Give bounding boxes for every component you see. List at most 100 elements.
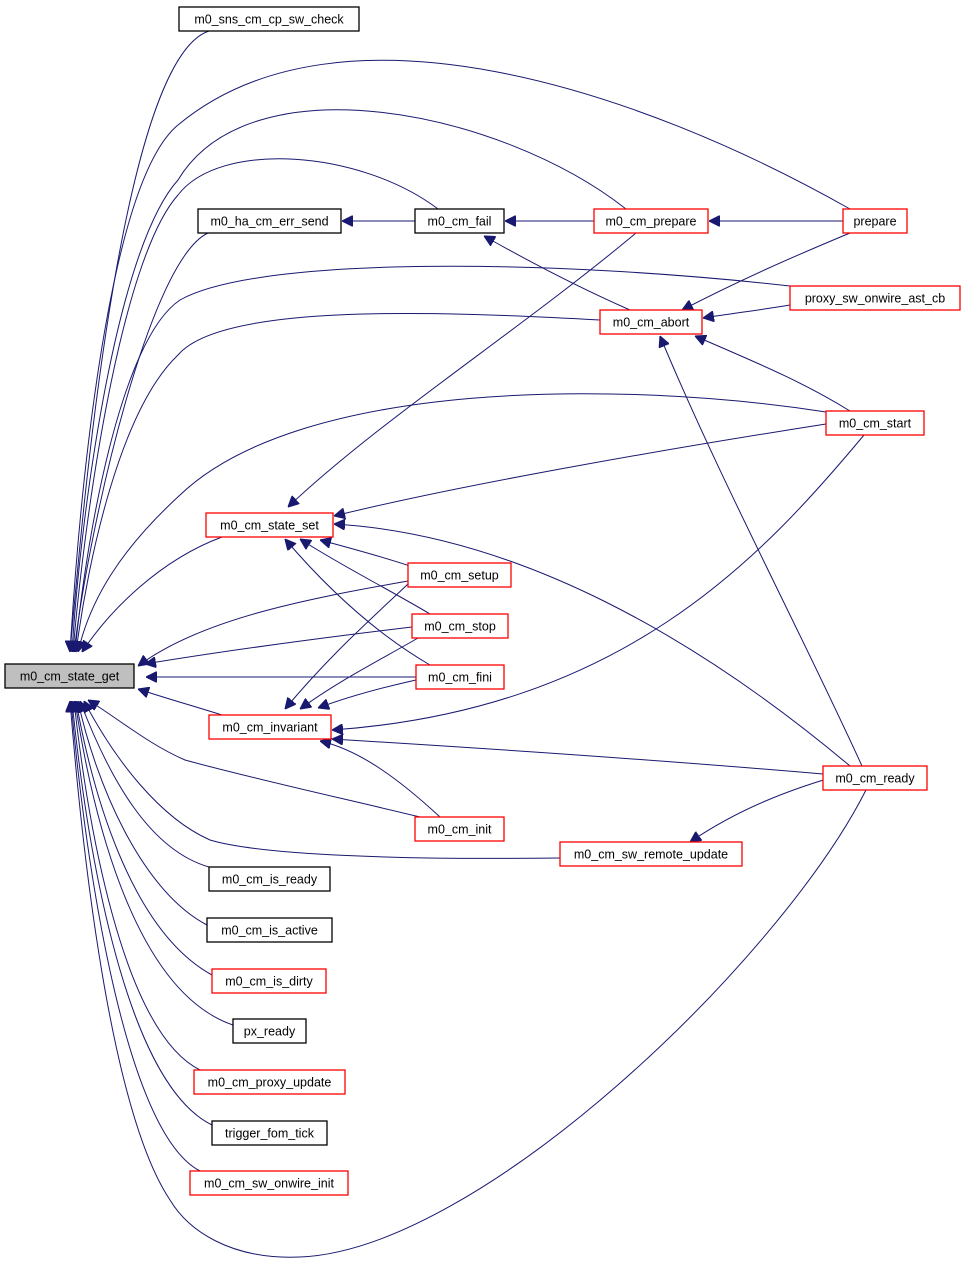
node-label-proxy_ast_cb: proxy_sw_onwire_ast_cb	[805, 292, 945, 306]
node-cm_prepare[interactable]: m0_cm_prepare	[593, 208, 709, 234]
node-cm_start[interactable]: m0_cm_start	[825, 410, 925, 436]
node-label-cm_setup: m0_cm_setup	[420, 569, 499, 583]
node-cm_fini[interactable]: m0_cm_fini	[415, 664, 505, 690]
node-box-is_ready	[208, 866, 331, 892]
node-state_get[interactable]: m0_cm_state_get	[4, 663, 135, 689]
node-box-is_active	[206, 917, 333, 943]
node-box-cm_setup	[407, 562, 512, 588]
edge-cm_abort-to-cm_fail	[484, 236, 631, 311]
node-prepare[interactable]: prepare	[842, 208, 908, 234]
node-label-cm_stop: m0_cm_stop	[424, 620, 496, 634]
node-label-cm_init: m0_cm_init	[428, 823, 492, 837]
node-box-px_ready	[232, 1018, 307, 1044]
node-box-cm_start	[825, 410, 925, 436]
node-label-ha_err_send: m0_ha_cm_err_send	[210, 215, 328, 229]
node-label-invariant: m0_cm_invariant	[222, 721, 318, 735]
node-box-cm_abort	[599, 309, 703, 335]
edge-cm_start-to-cm_abort	[695, 336, 851, 412]
node-sns_cp_check[interactable]: m0_sns_cm_cp_sw_check	[178, 6, 360, 32]
node-ha_err_send[interactable]: m0_ha_cm_err_send	[197, 208, 342, 234]
edge-prepare-to-state_get	[70, 59, 851, 652]
node-label-cm_fail: m0_cm_fail	[428, 215, 492, 229]
node-is_dirty[interactable]: m0_cm_is_dirty	[211, 968, 327, 994]
node-box-cm_prepare	[593, 208, 709, 234]
edge-cm_prepare-to-state_set	[288, 232, 637, 507]
node-cm_ready[interactable]: m0_cm_ready	[822, 765, 928, 791]
node-label-cm_abort: m0_cm_abort	[613, 316, 690, 330]
node-proxy_update[interactable]: m0_cm_proxy_update	[193, 1069, 346, 1095]
node-box-ha_err_send	[197, 208, 342, 234]
node-cm_init[interactable]: m0_cm_init	[414, 816, 505, 842]
node-cm_abort[interactable]: m0_cm_abort	[599, 309, 703, 335]
node-px_ready[interactable]: px_ready	[232, 1018, 307, 1044]
edge-proxy_update-to-state_get	[74, 701, 201, 1071]
edge-cm_ready-to-invariant	[332, 739, 824, 775]
node-state_set[interactable]: m0_cm_state_set	[205, 512, 334, 538]
edge-cm_ready-to-state_set	[334, 524, 851, 767]
edge-is_dirty-to-state_get	[76, 701, 213, 976]
node-box-cm_ready	[822, 765, 928, 791]
edge-proxy_ast_cb-to-cm_abort	[703, 304, 791, 318]
node-box-proxy_update	[193, 1069, 346, 1095]
node-box-cm_stop	[411, 613, 509, 639]
node-label-sns_cp_check: m0_sns_cm_cp_sw_check	[194, 13, 344, 27]
node-invariant[interactable]: m0_cm_invariant	[208, 714, 332, 740]
node-is_ready[interactable]: m0_cm_is_ready	[208, 866, 331, 892]
node-label-fom_tick: trigger_fom_tick	[225, 1127, 315, 1141]
edge-proxy_ast_cb-to-state_get	[75, 265, 791, 652]
edge-ha_err_send-to-state_get	[74, 232, 209, 652]
node-cm_stop[interactable]: m0_cm_stop	[411, 613, 509, 639]
node-cm_fail[interactable]: m0_cm_fail	[414, 208, 505, 234]
edge-is_ready-to-state_get	[80, 701, 210, 868]
node-layer: m0_cm_state_get m0_sns_cm_cp_sw_check m0_h…	[4, 6, 961, 1196]
edge-cm_fail-to-state_get	[73, 158, 439, 652]
node-label-is_dirty: m0_cm_is_dirty	[225, 975, 313, 989]
node-box-fom_tick	[211, 1120, 328, 1146]
node-label-is_active: m0_cm_is_active	[221, 924, 318, 938]
node-box-is_dirty	[211, 968, 327, 994]
node-box-proxy_ast_cb	[789, 285, 961, 311]
node-fom_tick[interactable]: trigger_fom_tick	[211, 1120, 328, 1146]
node-box-sns_cp_check	[178, 6, 360, 32]
edge-cm_fini-to-invariant	[318, 679, 417, 708]
node-box-state_get	[4, 663, 135, 689]
edge-state_set-to-state_get	[82, 536, 223, 652]
edge-cm_setup-to-invariant	[285, 583, 409, 709]
node-sw_remote_update[interactable]: m0_cm_sw_remote_update	[559, 841, 743, 867]
node-proxy_ast_cb[interactable]: proxy_sw_onwire_ast_cb	[789, 285, 961, 311]
edge-cm_fini-to-state_set	[285, 539, 431, 666]
edge-cm_stop-to-state_set	[300, 539, 431, 615]
node-box-state_set	[205, 512, 334, 538]
node-box-cm_fail	[414, 208, 505, 234]
edge-prepare-to-cm_abort	[682, 232, 851, 310]
edge-cm_ready-to-sw_remote_update	[690, 777, 831, 842]
edge-sns_cp_check-to-state_get	[70, 30, 210, 652]
node-label-px_ready: px_ready	[244, 1025, 296, 1039]
node-label-cm_prepare: m0_cm_prepare	[605, 215, 696, 229]
edge-invariant-to-state_get	[138, 689, 223, 716]
edge-cm_abort-to-state_get	[76, 312, 601, 652]
edge-layer	[70, 30, 867, 1258]
node-sw_onwire_init[interactable]: m0_cm_sw_onwire_init	[189, 1170, 349, 1196]
edge-cm_stop-to-state_get	[145, 626, 413, 664]
edge-is_active-to-state_get	[78, 701, 208, 926]
edge-cm_setup-to-state_set	[320, 540, 411, 567]
node-box-sw_remote_update	[559, 841, 743, 867]
edge-sw_onwire_init-to-state_get	[71, 701, 201, 1172]
node-label-proxy_update: m0_cm_proxy_update	[208, 1076, 332, 1090]
node-box-sw_onwire_init	[189, 1170, 349, 1196]
edge-cm_init-to-invariant	[320, 741, 441, 818]
edge-cm_ready-to-state_get	[70, 701, 867, 1258]
edge-fom_tick-to-state_get	[72, 701, 213, 1126]
node-is_active[interactable]: m0_cm_is_active	[206, 917, 333, 943]
edge-sw_remote_update-to-state_get	[84, 701, 561, 859]
edge-cm_prepare-to-state_get	[72, 109, 627, 652]
edge-cm_start-to-invariant	[332, 434, 865, 730]
edge-cm_start-to-state_get	[78, 393, 827, 652]
node-label-sw_onwire_init: m0_cm_sw_onwire_init	[204, 1177, 334, 1191]
node-label-prepare: prepare	[853, 215, 896, 229]
edge-px_ready-to-state_get	[75, 701, 234, 1026]
node-cm_setup[interactable]: m0_cm_setup	[407, 562, 512, 588]
node-box-cm_fini	[415, 664, 505, 690]
